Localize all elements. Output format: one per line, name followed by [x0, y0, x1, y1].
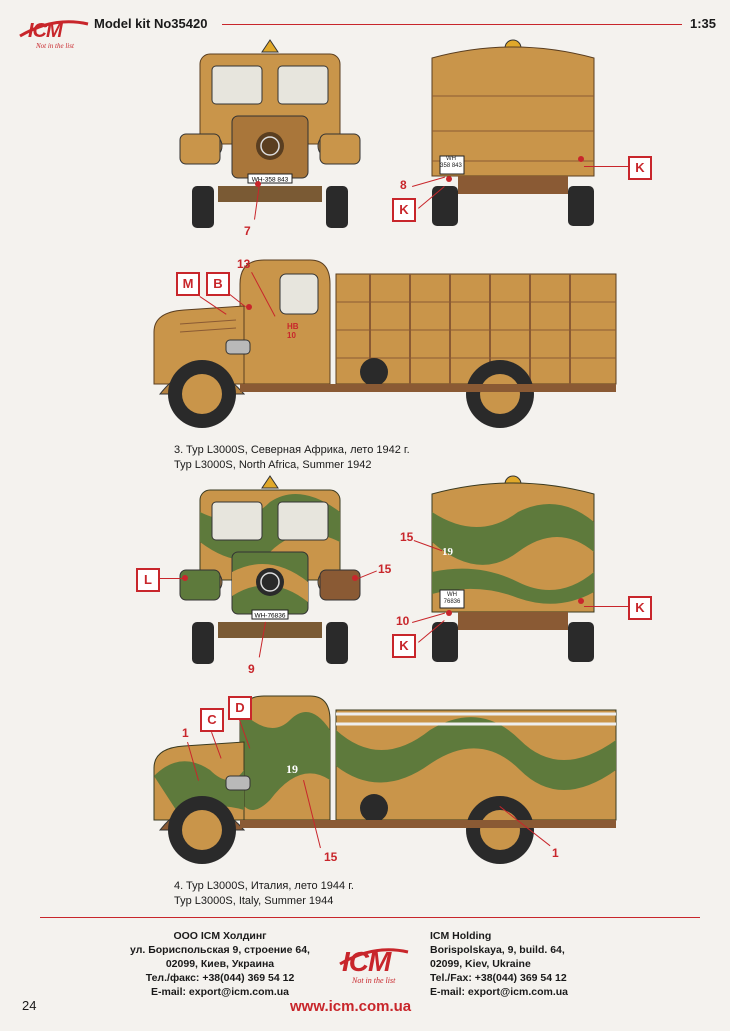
logo-text: ICM: [28, 20, 63, 42]
scheme4-rear-plate: WH 76836: [443, 592, 461, 605]
footer-en-line: E-mail: export@icm.com.ua: [430, 986, 569, 998]
scale-label: 1:35: [690, 16, 717, 31]
scheme3-num-13: 13: [237, 257, 251, 271]
scheme4-num-9: 9: [248, 662, 255, 676]
scheme4-label-L: L: [136, 568, 160, 592]
footer-ru-line: Тел./факс: +38(044) 369 54 12: [145, 972, 295, 984]
dot-15a: [352, 575, 358, 581]
dot-B: [246, 304, 252, 310]
scheme4-num-15c: 15: [324, 850, 338, 864]
scheme4-front-view: WH-76836: [179, 475, 361, 664]
scheme4-num-15a: 15: [378, 562, 392, 576]
scheme3-rear-plate: WH 358 843: [440, 156, 462, 169]
scheme3-num-8: 8: [400, 178, 407, 192]
footer-en-line: Tel./Fax: +38(044) 369 54 12: [430, 972, 567, 984]
leader-k-right-3: [584, 166, 628, 167]
scheme4-label-C: C: [200, 708, 224, 732]
dot-k-right-3: [578, 156, 584, 162]
footer-logo-swoosh-icon: [339, 948, 409, 966]
scheme4-label-D: D: [228, 696, 252, 720]
footer-logo-tagline: Not in the list: [352, 976, 396, 985]
scheme3-label-M: M: [176, 272, 200, 296]
leader-k-right-4: [584, 606, 628, 607]
scheme4-caption: 4. Typ L3000S, Италия, лето 1944 г. Typ …: [174, 879, 354, 909]
logo-swoosh-icon: [19, 20, 89, 38]
scheme3-label-B: B: [206, 272, 230, 296]
footer-ru-line: E-mail: export@icm.com.ua: [150, 986, 290, 998]
footer-en-line: ICM Holding: [430, 930, 492, 942]
scheme3-door-marking: HB 10: [287, 322, 299, 340]
dot-10: [446, 610, 452, 616]
website-link[interactable]: www.icm.com.ua: [290, 998, 412, 1015]
footer-rule: [40, 917, 700, 918]
scheme4-rear-view: [431, 475, 595, 662]
scheme4-label-K-right: K: [628, 596, 652, 620]
scheme4-num-15b: 15: [400, 530, 414, 544]
dot-8: [446, 176, 452, 182]
scheme3-front-view: WH-358 843: [179, 39, 361, 228]
scheme3-caption-ru: 3. Typ L3000S, Северная Африка, лето 194…: [174, 444, 410, 456]
leader-L: [160, 578, 184, 579]
logo-tagline: Not in the list: [36, 42, 74, 50]
dot-k-right-4: [578, 598, 584, 604]
scheme3-front-plate: WH-358 843: [252, 177, 289, 184]
footer-ru-line: ООО ICM Холдинг: [173, 930, 267, 942]
footer-en-line: 02099, Kiev, Ukraine: [430, 958, 531, 970]
scheme4-num-10: 10: [396, 614, 410, 628]
footer-logo-text: ICM: [342, 946, 391, 977]
scheme4-side-view: [153, 695, 617, 864]
scheme4-rear-number: 19: [442, 546, 453, 558]
dot-7: [255, 181, 261, 187]
kit-label: Model kit No35420: [94, 16, 208, 31]
scheme4-caption-ru: 4. Typ L3000S, Италия, лето 1944 г.: [174, 880, 354, 892]
scheme4-num-1a: 1: [182, 726, 189, 740]
scheme4-front-plate: WH-76836: [254, 613, 285, 620]
page-number: 24: [22, 998, 37, 1013]
header-rule: [222, 24, 682, 25]
scheme4-door-number: 19: [286, 762, 298, 776]
scheme4-caption-en: Typ L3000S, Italy, Summer 1944: [174, 895, 334, 907]
scheme3-label-K-right: K: [628, 156, 652, 180]
scheme3-label-K-left: K: [392, 198, 416, 222]
footer-ru-line: 02099, Киев, Украина: [165, 958, 275, 970]
scheme3-caption-en: Typ L3000S, North Africa, Summer 1942: [174, 459, 372, 471]
scheme4-num-1b: 1: [552, 846, 559, 860]
footer-ru: ООО ICM Холдинг ул. Бориспольская 9, стр…: [120, 929, 320, 999]
scheme4-label-K-left: K: [392, 634, 416, 658]
scheme3-num-7: 7: [244, 224, 251, 238]
footer-ru-line: ул. Бориспольская 9, строение 64,: [130, 944, 310, 956]
scheme3-caption: 3. Typ L3000S, Северная Африка, лето 194…: [174, 443, 410, 473]
footer-en: ICM Holding Borispolskaya, 9, build. 64,…: [430, 929, 650, 999]
scheme3-rear-view: [431, 39, 595, 226]
footer-en-line: Borispolskaya, 9, build. 64,: [430, 944, 565, 956]
footer-logo: ICM Not in the list: [334, 940, 414, 990]
header-logo: ICM Not in the list: [14, 14, 94, 54]
dot-L: [182, 575, 188, 581]
